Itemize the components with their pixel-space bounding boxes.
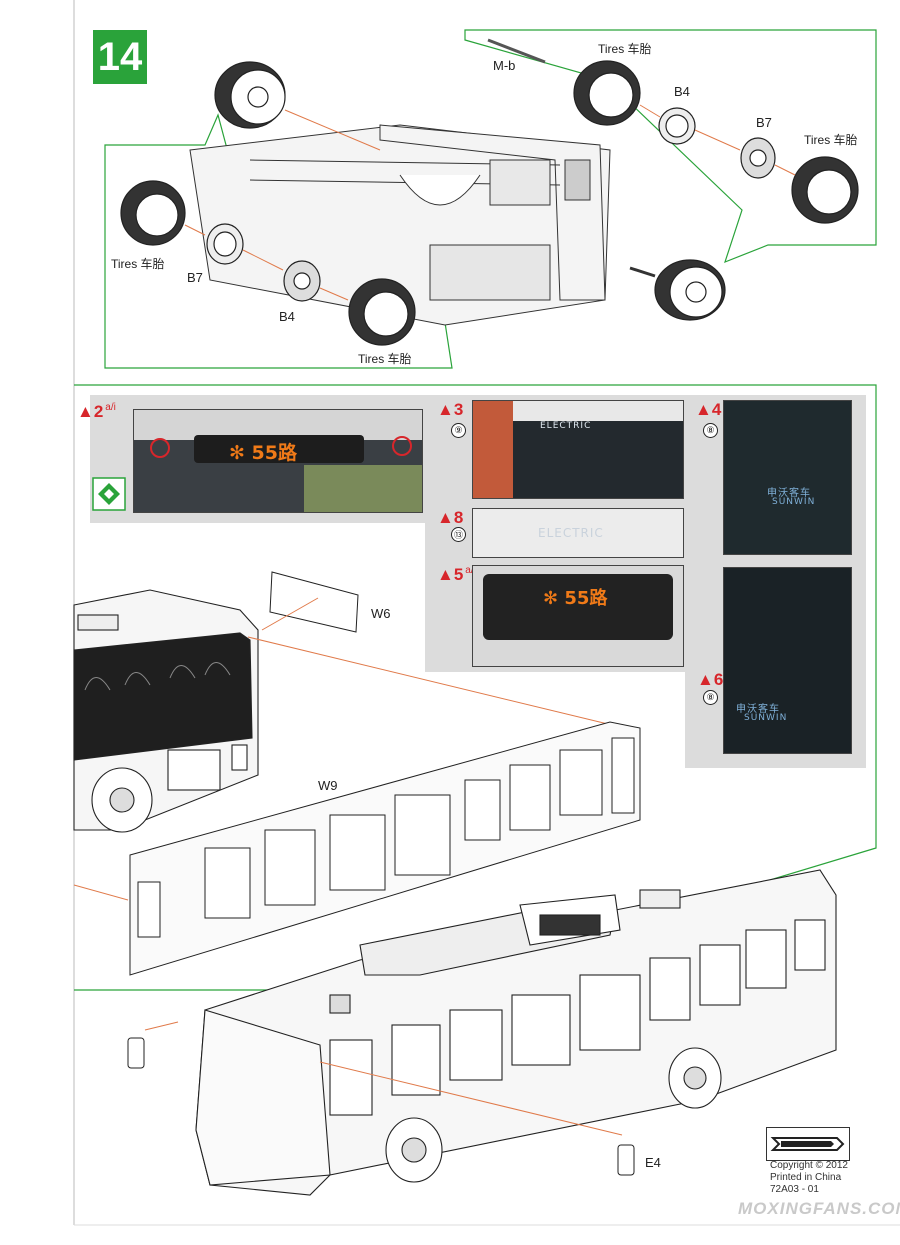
sunwin-en-6: SUNWIN	[744, 713, 788, 723]
part-label-b4-upper: B4	[674, 84, 690, 99]
electric-text-3: ELECTRIC	[540, 421, 592, 431]
part-label-b4-left: B4	[279, 309, 295, 324]
step-number-badge: 14	[93, 30, 147, 84]
electric-text-8: ELECTRIC	[538, 526, 604, 540]
decal-mark-4: ▲4	[695, 400, 722, 419]
photo-rear-sign: ✻ 55路	[472, 565, 684, 667]
photo-sunwin-side: 申沃客车 SUNWIN	[723, 400, 852, 555]
decal-mark-8: ▲8	[437, 508, 464, 527]
route-sign-front: ✻ 55路	[229, 442, 297, 464]
logo-mark-icon	[770, 1137, 845, 1151]
decal-mark-6: ▲6	[697, 670, 724, 689]
photo-front-sign: ✻ 55路	[133, 409, 423, 513]
part-label-tires-left: Tires 车胎	[111, 257, 165, 271]
sunwin-en-4: SUNWIN	[772, 497, 816, 507]
part-label-b7-left: B7	[187, 270, 203, 285]
photo-electric-side: ELECTRIC	[472, 508, 684, 558]
sunwin-cn-4: 申沃客车	[767, 488, 811, 499]
decal-ref-8-a: ⑧	[703, 423, 718, 438]
sunwin-cn-6: 申沃客车	[736, 704, 780, 715]
watermark: MOXINGFANS.COM	[738, 1199, 900, 1218]
decal-ref-13: ⑬	[451, 527, 466, 542]
part-label-m-b: M-b	[493, 58, 516, 73]
brand-logo	[766, 1127, 850, 1161]
part-label-w6: W6	[371, 606, 391, 621]
copyright-block: Copyright © 2012 Printed in China 72A03 …	[770, 1160, 848, 1195]
part-label-tires-upper: Tires 车胎	[598, 42, 652, 56]
decal-ref-8-b: ⑧	[703, 690, 718, 705]
part-label-b7-upper: B7	[756, 115, 772, 130]
decal-mark-3: ▲3	[437, 400, 464, 419]
part-label-tires-right: Tires 车胎	[804, 133, 858, 147]
part-label-e4: E4	[645, 1155, 661, 1170]
photo-electric-front: ELECTRIC	[472, 400, 684, 499]
decal-ref-9: ⑨	[451, 423, 466, 438]
part-label-tires-bottom: Tires 车胎	[358, 352, 412, 366]
route-sign-rear: ✻ 55路	[543, 588, 608, 609]
part-label-w9: W9	[318, 778, 338, 793]
photo-sunwin-rear: 申沃客车 SUNWIN	[723, 567, 852, 754]
